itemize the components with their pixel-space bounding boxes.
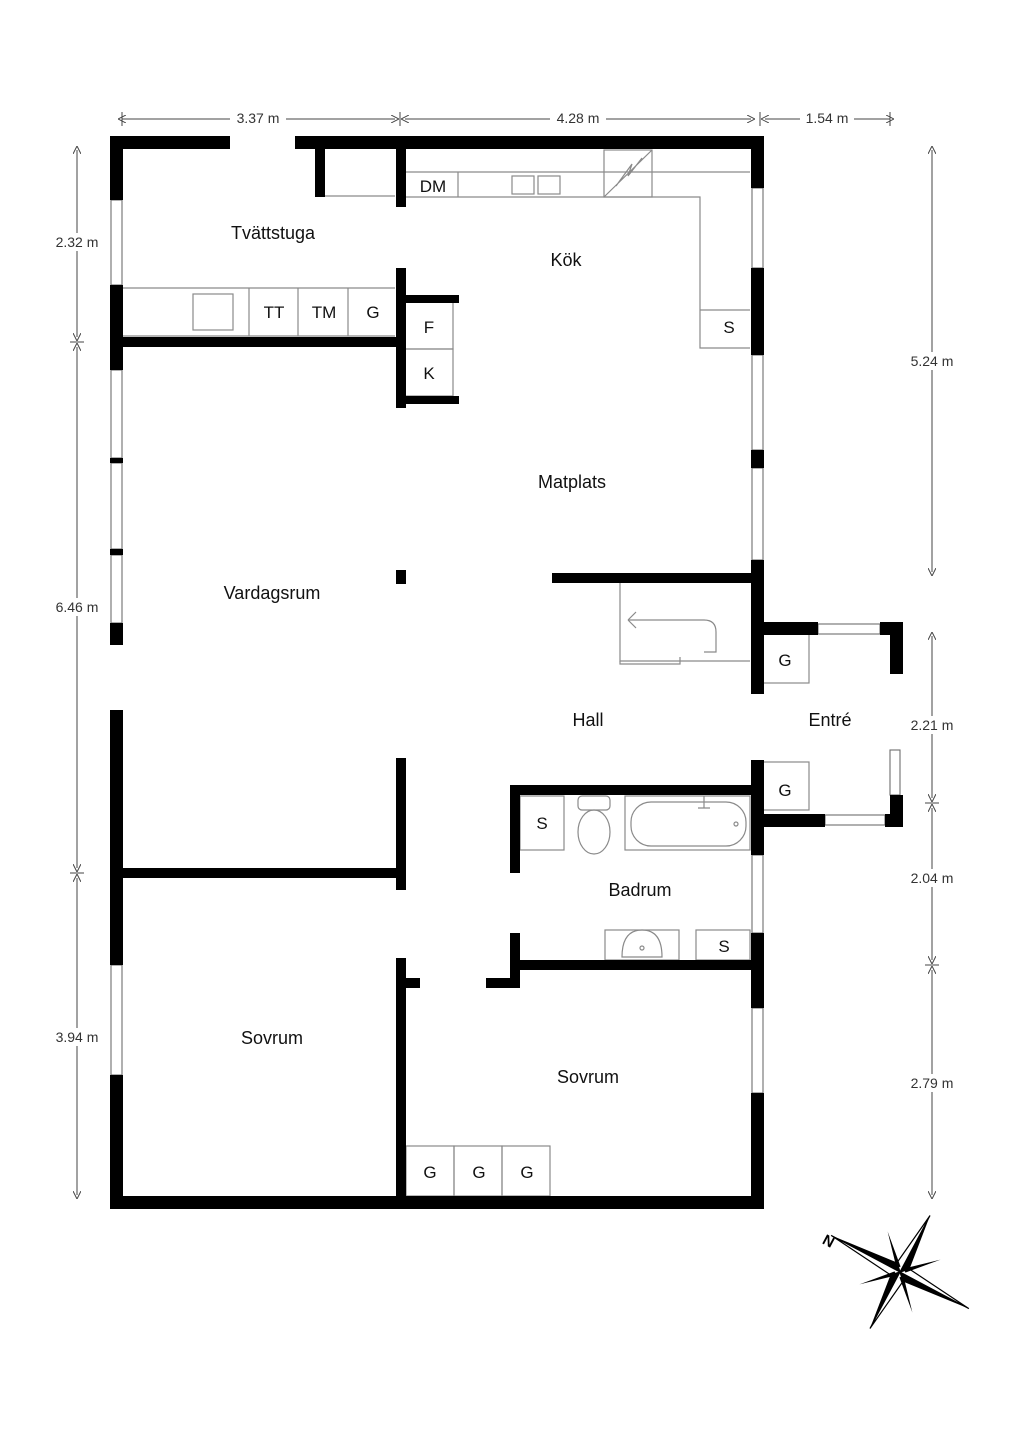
fixture-g-bed-1: G	[423, 1163, 436, 1182]
dim-right-2: 2.21 m	[911, 717, 954, 733]
room-sovrum-left: Sovrum	[241, 1028, 303, 1048]
fixture-k: K	[423, 364, 435, 383]
dim-right-4: 2.79 m	[911, 1075, 954, 1091]
room-hall: Hall	[572, 710, 603, 730]
dim-top-mid: 4.28 m	[557, 110, 600, 126]
fixture-tt: TT	[264, 303, 285, 322]
room-tvattstuga: Tvättstuga	[231, 223, 316, 243]
fixtures	[122, 149, 810, 1197]
room-sovrum-right: Sovrum	[557, 1067, 619, 1087]
fixture-dm: DM	[420, 177, 446, 196]
dim-left-1: 2.32 m	[56, 234, 99, 250]
fixture-g-entre-top: G	[778, 651, 791, 670]
dim-left-3: 3.94 m	[56, 1029, 99, 1045]
fixture-tm: TM	[312, 303, 337, 322]
room-vardagsrum: Vardagsrum	[224, 583, 321, 603]
fixture-g-bed-2: G	[472, 1163, 485, 1182]
room-matplats: Matplats	[538, 472, 606, 492]
dim-right-3: 2.04 m	[911, 870, 954, 886]
fixture-g-laundry: G	[366, 303, 379, 322]
room-kok: Kök	[550, 250, 582, 270]
room-labels: Tvättstuga Kök Matplats Vardagsrum Hall …	[224, 223, 852, 1087]
dimension-labels: 3.37 m 4.28 m 1.54 m 2.32 m 6.46 m 3.94 …	[50, 109, 959, 1092]
dim-left-2: 6.46 m	[56, 599, 99, 615]
room-entre: Entré	[808, 710, 851, 730]
walls	[110, 136, 903, 1209]
fixture-s-kitchen: S	[723, 318, 734, 337]
fixture-labels: DM TT TM G F K S G G S S G G G	[264, 177, 792, 1182]
dim-top-right: 1.54 m	[806, 110, 849, 126]
room-badrum: Badrum	[608, 880, 671, 900]
dim-right-1: 5.24 m	[911, 353, 954, 369]
fixture-f: F	[424, 318, 434, 337]
compass-rose-icon: N	[819, 1215, 970, 1329]
fixture-s-bath-bottom: S	[718, 937, 729, 956]
fixture-g-bed-3: G	[520, 1163, 533, 1182]
fixture-s-bath-top: S	[536, 814, 547, 833]
dim-top-left: 3.37 m	[237, 110, 280, 126]
fixture-g-entre-bottom: G	[778, 781, 791, 800]
compass-north-label: N	[819, 1232, 837, 1252]
windows	[110, 187, 901, 1094]
